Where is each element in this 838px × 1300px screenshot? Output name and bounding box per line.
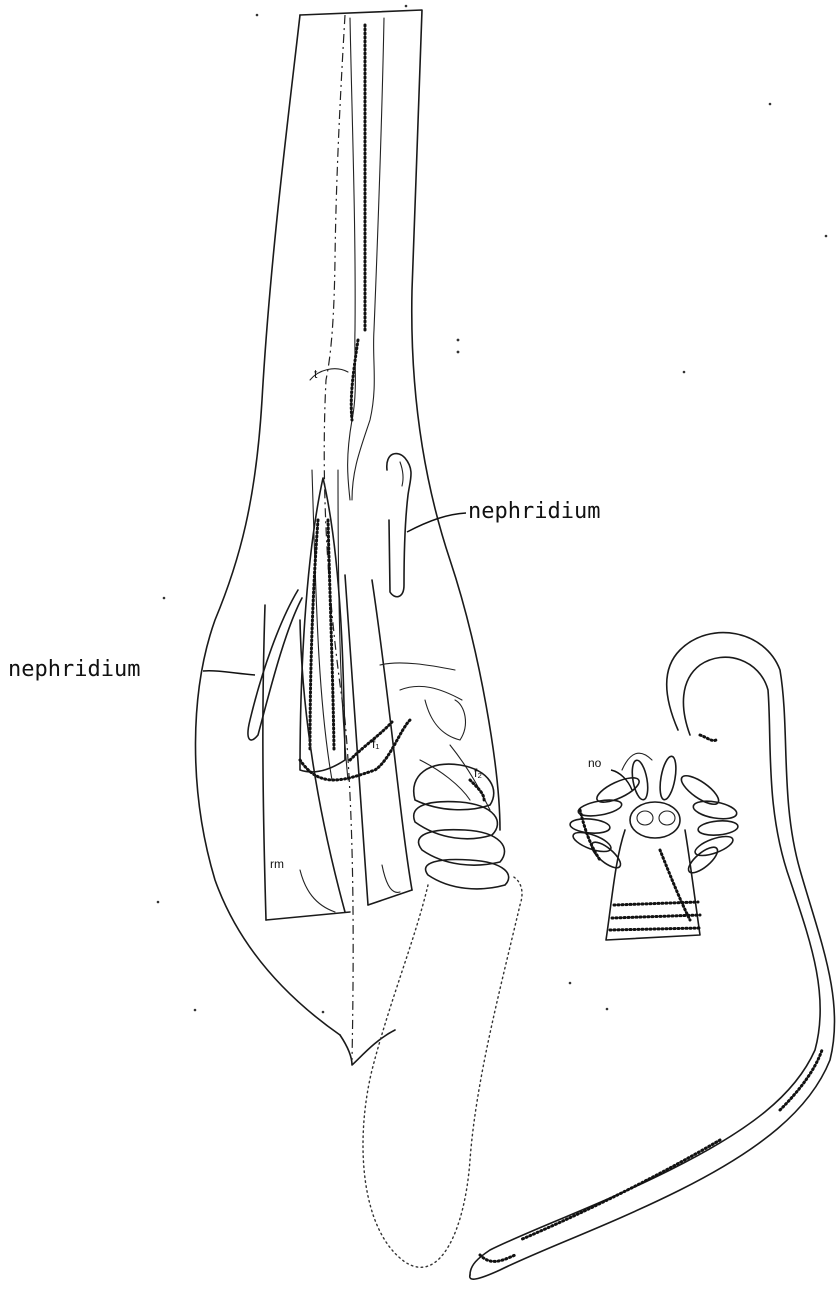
label-rm: rm [270, 857, 284, 871]
retractor-muscles [263, 575, 412, 920]
label-f2: f₂ [474, 766, 482, 780]
label-no: no [588, 756, 602, 770]
label-nephridium-left: nephridium [8, 657, 140, 682]
tentacular-crown-inset [569, 753, 738, 940]
gut-tract [310, 18, 384, 780]
trunk-outline [195, 10, 500, 1065]
gonad [300, 478, 410, 780]
nephridium-upper [387, 454, 411, 597]
introvert-dotted-outline [363, 876, 522, 1267]
leader-nephridium-left [203, 671, 255, 675]
central-structures [380, 663, 490, 810]
nephridium-left [248, 590, 302, 740]
long-tentacle [470, 633, 835, 1280]
coiled-tentacles [414, 764, 509, 889]
label-f1: f₁ [372, 737, 379, 751]
label-nephridium-upper: nephridium [468, 499, 600, 524]
